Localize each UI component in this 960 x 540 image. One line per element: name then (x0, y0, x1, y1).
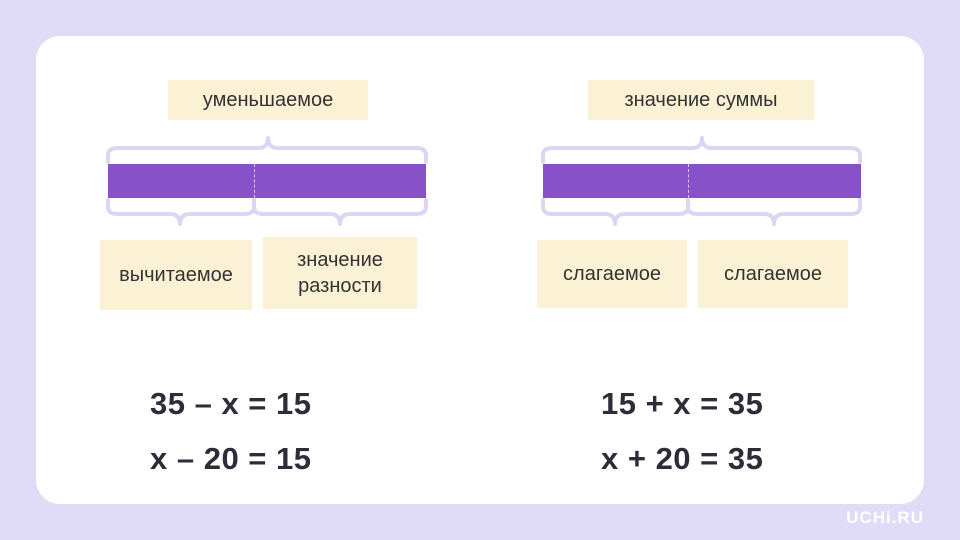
subtrahend-label: вычитаемое (100, 240, 252, 310)
sum-value-label: значение суммы (588, 80, 814, 120)
left-bottom-brace-1 (106, 198, 256, 226)
right-top-brace (541, 136, 862, 164)
left-equation-1: 35 – x = 15 (150, 386, 312, 421)
right-bottom-brace-1 (541, 198, 690, 226)
addend-label-1: слагаемое (537, 240, 687, 308)
left-equation-2: x – 20 = 15 (150, 441, 312, 476)
minuend-label: уменьшаемое (168, 80, 368, 120)
left-top-brace (106, 136, 428, 164)
addend-label-2: слагаемое (698, 240, 848, 308)
right-equation-2: x + 20 = 35 (601, 441, 764, 476)
left-bottom-brace-2 (252, 198, 428, 226)
right-segment-bar (543, 164, 861, 198)
difference-label: значение разности (263, 237, 417, 309)
right-bottom-brace-2 (686, 198, 862, 226)
left-bar-divider (254, 164, 255, 198)
brand-logo: UCHi.RU (846, 508, 924, 527)
right-bar-divider (688, 164, 689, 198)
left-segment-bar (108, 164, 426, 198)
right-equation-1: 15 + x = 35 (601, 386, 764, 421)
